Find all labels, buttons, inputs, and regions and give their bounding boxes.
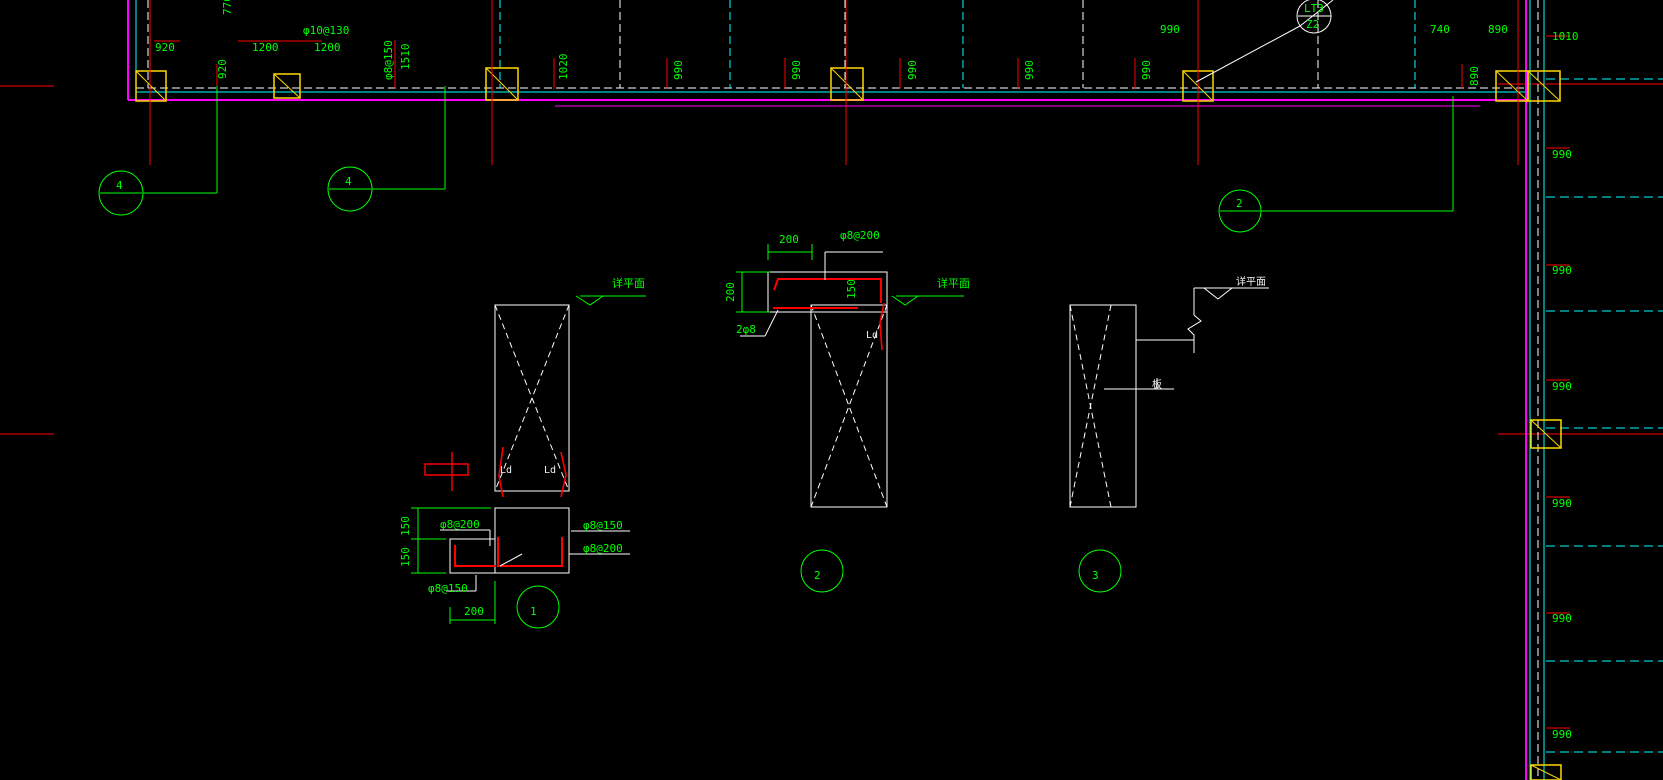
column-tag-line2: Z2 xyxy=(1306,18,1319,31)
section-detail-1: 详平面 150 150 200 φ8@200 φ8@150 φ8@150 φ8@… xyxy=(399,276,646,629)
dim-label: 990 xyxy=(1552,728,1572,741)
column xyxy=(273,73,301,99)
column xyxy=(485,67,519,101)
section-number: 1 xyxy=(530,605,537,618)
dim-label: 890 xyxy=(1488,23,1508,36)
column xyxy=(135,70,167,102)
dim-label: 990 xyxy=(906,60,919,80)
dim-label: 1010 xyxy=(1552,30,1579,43)
dim-label: 990 xyxy=(1160,23,1180,36)
bar-label: φ8@200 xyxy=(583,542,623,555)
dim-label: 1200 xyxy=(314,41,341,54)
detail-marker[interactable]: 4 xyxy=(98,86,218,216)
column xyxy=(1527,70,1561,102)
bar-label: φ8@200 xyxy=(440,518,480,531)
dim-label: 990 xyxy=(1552,380,1572,393)
dim-label: 990 xyxy=(1552,264,1572,277)
detail-number: 4 xyxy=(116,179,123,192)
column xyxy=(830,67,864,101)
dim-label: φ10@130 xyxy=(303,24,349,37)
dim-label: 1020 xyxy=(557,54,570,81)
section-detail-3: 详平面 板 3 xyxy=(1069,275,1269,593)
dim-label: 1200 xyxy=(252,41,279,54)
anchor-label: Ld xyxy=(544,465,556,476)
dim-label: φ8@150 xyxy=(382,40,395,80)
detail-marker[interactable]: 4 xyxy=(327,86,446,212)
columns xyxy=(135,67,1562,780)
bar-label: φ8@200 xyxy=(840,229,880,242)
top-dimension-labels: 920 920 1200 1200 φ10@130 φ8@150 1510 77… xyxy=(155,0,1579,86)
level-label: 详平面 xyxy=(1236,275,1266,288)
dim-label: 990 xyxy=(672,60,685,80)
dim-label: 990 xyxy=(1140,60,1153,80)
right-wall xyxy=(1525,0,1663,780)
section-detail-2: 200 200 150 φ8@200 2φ8 Ld 详平面 2 xyxy=(724,229,970,593)
detail-marker[interactable]: 2 xyxy=(1218,96,1454,233)
dim-label: 890 xyxy=(1468,66,1481,86)
top-reinforcement-dims xyxy=(149,0,1570,729)
right-dimension-labels: 990 990 990 990 990 990 xyxy=(1552,148,1572,741)
detail-number: 2 xyxy=(1236,197,1243,210)
dim-label: 1510 xyxy=(399,44,412,71)
top-wall xyxy=(0,0,1663,435)
dim-label: 990 xyxy=(1552,148,1572,161)
column-tag[interactable]: LT3 Z2 xyxy=(1195,0,1334,83)
dim-label: 150 xyxy=(399,516,412,536)
dim-label: 200 xyxy=(724,282,737,302)
dim-label: 200 xyxy=(464,605,484,618)
anchor-label: Ld xyxy=(500,465,512,476)
dim-label: 740 xyxy=(1430,23,1450,36)
column xyxy=(1530,764,1562,780)
section-number: 3 xyxy=(1092,569,1099,582)
detail-number: 4 xyxy=(345,175,352,188)
bar-label: φ8@150 xyxy=(428,582,468,595)
column xyxy=(1530,419,1562,449)
dim-label: 770 xyxy=(221,0,234,15)
anchor-label: Ld xyxy=(866,330,878,341)
dim-label: 920 xyxy=(216,59,229,79)
level-label: 详平面 xyxy=(937,276,970,290)
dim-label: 150 xyxy=(399,547,412,567)
dim-label: 990 xyxy=(1552,612,1572,625)
dim-label: 150 xyxy=(845,279,858,299)
column-tag-line1: LT3 xyxy=(1304,2,1324,15)
dim-label: 990 xyxy=(790,60,803,80)
bar-label: φ8@150 xyxy=(583,519,623,532)
section-number: 2 xyxy=(814,569,821,582)
dim-label: 990 xyxy=(1023,60,1036,80)
bar-label: 2φ8 xyxy=(736,323,756,336)
level-label: 详平面 xyxy=(612,276,645,290)
dim-label: 920 xyxy=(155,41,175,54)
dim-label: 990 xyxy=(1552,497,1572,510)
detail-markers[interactable]: 4 4 2 xyxy=(98,86,1454,233)
dim-label: 200 xyxy=(779,233,799,246)
note-label: 板 xyxy=(1152,378,1162,391)
